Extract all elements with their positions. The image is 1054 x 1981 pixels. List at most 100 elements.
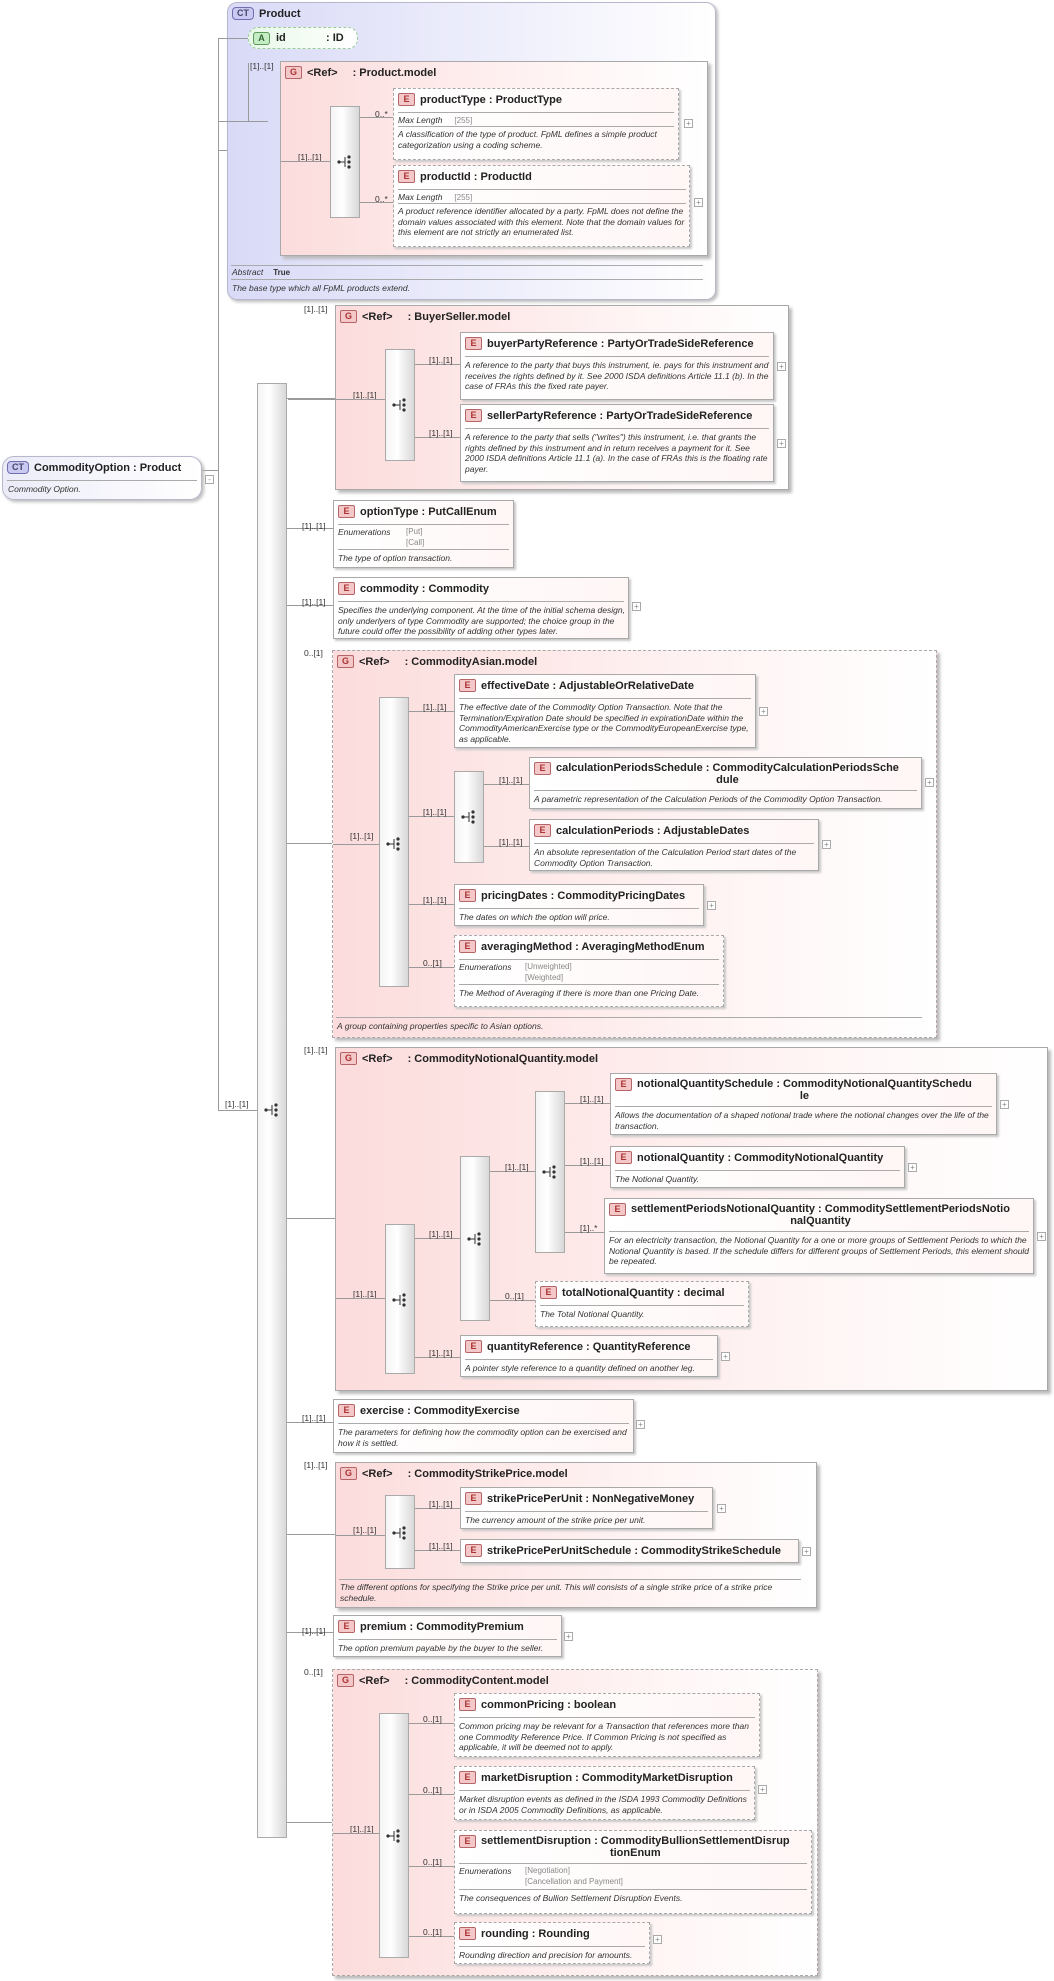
commodity-content-model-group[interactable]: G<Ref>: CommodityContent.model [1]..[1] … xyxy=(332,1669,818,1976)
sequence-compositor[interactable] xyxy=(385,1224,415,1374)
commodity-notional-quantity-model-group[interactable]: G<Ref>: CommodityNotionalQuantity.model … xyxy=(335,1047,1048,1391)
expand-icon[interactable]: + xyxy=(925,778,934,787)
element-name: totalNotionalQuantity : decimal xyxy=(562,1286,725,1299)
sequence-compositor[interactable] xyxy=(379,1713,409,1958)
expand-icon[interactable]: + xyxy=(721,1352,730,1361)
product-model-card: [1]..[1] xyxy=(250,61,274,71)
element-description: A reference to the party that sells ("wr… xyxy=(465,432,768,474)
expand-icon[interactable]: + xyxy=(777,439,786,448)
element-name: settlementDisruption : CommodityBullionS… xyxy=(481,1835,790,1847)
commodity-strike-price-model-group[interactable]: G<Ref>: CommodityStrikePrice.model [1]..… xyxy=(335,1462,817,1608)
group-header: G<Ref>: BuyerSeller.model xyxy=(340,310,510,323)
id-attribute[interactable]: A id : ID xyxy=(248,27,358,49)
connector xyxy=(336,1298,385,1299)
expand-icon[interactable]: + xyxy=(717,1504,726,1513)
expand-icon[interactable]: + xyxy=(759,707,768,716)
connector xyxy=(484,846,529,847)
sequence-compositor[interactable] xyxy=(385,349,415,461)
sequence-card: [1]..[1] xyxy=(298,152,322,162)
expand-icon[interactable]: + xyxy=(1037,1232,1046,1241)
group-header: G<Ref>: CommodityNotionalQuantity.model xyxy=(340,1052,598,1065)
expand-icon[interactable]: + xyxy=(632,602,641,611)
expand-icon[interactable]: + xyxy=(636,1420,645,1429)
group-card: [1]..[1] xyxy=(304,1045,328,1055)
element-description: A pointer style reference to a quantity … xyxy=(465,1363,695,1373)
product-complex-type[interactable]: CT Product A id : ID [1]..[1] G <Ref> : … xyxy=(218,2,716,300)
expand-icon[interactable]: + xyxy=(564,1632,573,1641)
expand-icon[interactable]: + xyxy=(908,1163,917,1172)
choice-card: [1]..[1] xyxy=(429,1229,453,1239)
sequence-compositor[interactable] xyxy=(385,1495,415,1569)
expand-icon[interactable]: + xyxy=(802,1547,811,1556)
element-card: 0..[1] xyxy=(505,1291,524,1301)
inner-sequence-compositor[interactable] xyxy=(535,1091,565,1253)
divider xyxy=(336,1017,922,1018)
group-icon: G xyxy=(340,1467,357,1480)
element-card: 0..[1] xyxy=(423,958,442,968)
element-name: rounding : Rounding xyxy=(481,1927,590,1940)
element-description: Specifies the underlying component. At t… xyxy=(338,605,625,636)
expand-icon[interactable]: + xyxy=(1000,1100,1009,1109)
element-description: The consequences of Bullion Settlement D… xyxy=(459,1893,683,1903)
expand-icon[interactable]: + xyxy=(653,1935,662,1944)
expand-icon[interactable]: + xyxy=(777,362,786,371)
element-description: The Total Notional Quantity. xyxy=(540,1309,645,1319)
connector xyxy=(287,605,335,606)
element-icon: E xyxy=(338,1620,355,1633)
element-card: [1]..[1] xyxy=(429,355,453,365)
expand-icon[interactable]: + xyxy=(684,119,693,128)
expand-icon[interactable]: + xyxy=(707,901,716,910)
divider xyxy=(540,1305,744,1306)
main-sequence-compositor[interactable] xyxy=(257,383,287,1838)
choice-compositor[interactable] xyxy=(460,1156,490,1321)
commodity-asian-model-group[interactable]: G<Ref>: CommodityAsian.model [1]..[1] [1… xyxy=(332,650,937,1038)
element-icon: E xyxy=(459,679,476,692)
product-model-group[interactable]: G <Ref> : Product.model [1]..[1] 0..* 0.… xyxy=(280,61,708,256)
divider xyxy=(338,1423,629,1424)
expand-icon[interactable]: + xyxy=(694,198,703,207)
expand-icon[interactable]: + xyxy=(758,1785,767,1794)
element-icon: E xyxy=(465,1544,482,1557)
element-card: [1]..[1] xyxy=(429,1499,453,1509)
element-icon: E xyxy=(338,505,355,518)
choice-card: [1]..[1] xyxy=(423,807,447,817)
sequence-compositor[interactable] xyxy=(379,697,409,987)
choice-compositor[interactable] xyxy=(454,771,484,863)
buyer-seller-model-group[interactable]: G<Ref>: BuyerSeller.model [1]..[1] [1]..… xyxy=(288,305,789,490)
element-description: The option premium payable by the buyer … xyxy=(338,1643,544,1653)
sequence-compositor[interactable] xyxy=(330,106,360,218)
connector xyxy=(248,63,249,121)
ref-label: <Ref> xyxy=(362,1467,393,1480)
connector xyxy=(490,1300,535,1301)
expand-icon[interactable]: + xyxy=(822,840,831,849)
expand-icon[interactable]: - xyxy=(205,475,214,484)
group-header: G<Ref>: CommodityAsian.model xyxy=(337,655,537,668)
